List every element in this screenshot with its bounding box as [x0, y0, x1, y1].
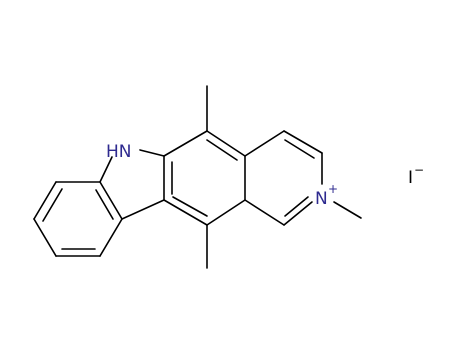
- bond: [206, 199, 246, 226]
- bond: [283, 201, 313, 226]
- n-plus-label: N: [315, 189, 328, 209]
- double-bond-inner: [284, 196, 309, 217]
- n-plus-charge: +: [328, 182, 338, 196]
- methyl-bond-n: [333, 201, 362, 219]
- bond: [33, 181, 57, 220]
- iodide-charge: −: [414, 163, 424, 177]
- double-bond-inner: [42, 188, 63, 222]
- double-bond-inner: [172, 196, 208, 217]
- bond: [99, 156, 113, 183]
- double-bond-inner: [284, 139, 315, 159]
- methyl-groups: [206, 85, 362, 269]
- central-ring: [163, 130, 246, 226]
- benzene-ring: [33, 181, 123, 257]
- bond: [244, 199, 285, 226]
- bond: [121, 199, 165, 220]
- iodide-label: I: [408, 168, 413, 188]
- bond: [99, 218, 123, 257]
- double-bond-inner: [95, 189, 114, 220]
- bond: [283, 130, 323, 154]
- bond: [99, 181, 123, 220]
- double-bond-inner: [206, 139, 238, 161]
- bond: [163, 199, 208, 226]
- pyrrole-ring: [99, 149, 173, 220]
- pyridinium-ring: [244, 130, 323, 226]
- bond: [244, 130, 285, 157]
- bond: [33, 218, 57, 257]
- bond: [139, 149, 165, 157]
- bond: [206, 130, 246, 157]
- nh-label: HN: [106, 142, 132, 162]
- bond: [163, 130, 208, 157]
